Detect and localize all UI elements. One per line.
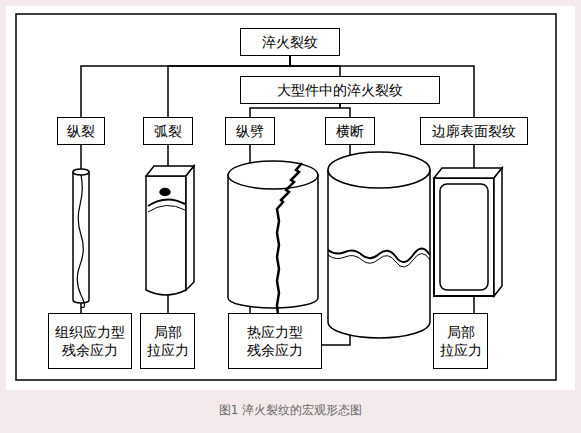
category-box: 淬火裂纹	[240, 28, 340, 56]
crack-type-box: 弧裂	[143, 117, 193, 145]
diagram-frame	[16, 14, 556, 380]
connector-line	[250, 104, 340, 117]
category-box: 大型件中的淬火裂纹	[240, 76, 440, 104]
stress-box: 热应力型 残余应力	[228, 313, 322, 369]
stress-box: 局部 拉应力	[140, 313, 195, 369]
crack-type-box: 纵劈	[225, 117, 275, 145]
box-label: 热应力型 残余应力	[233, 323, 317, 359]
block-edge-crack-figure	[434, 168, 502, 296]
white-panel	[6, 6, 575, 390]
box-label: 纵裂	[62, 122, 100, 140]
connector-line	[340, 104, 350, 117]
cylinder-split-figure	[228, 161, 318, 315]
box-label: 局部 拉应力	[145, 323, 190, 359]
stress-box: 组织应力型 残余应力	[48, 313, 132, 369]
box-label: 局部 拉应力	[438, 323, 483, 359]
rod-figure	[73, 169, 89, 308]
box-label: 大型件中的淬火裂纹	[245, 81, 435, 99]
box-label: 弧裂	[148, 122, 188, 140]
crack-type-box: 纵裂	[57, 117, 105, 145]
figure-caption: 图1 淬火裂纹的宏观形态图	[0, 402, 581, 419]
box-label: 横断	[330, 122, 370, 140]
box-label: 纵劈	[230, 122, 270, 140]
crack-type-box: 横断	[325, 117, 375, 145]
box-label: 边廓表面裂纹	[425, 122, 523, 140]
crack-type-box: 边廓表面裂纹	[420, 117, 528, 145]
block-arc-crack-figure	[146, 166, 194, 295]
cylinder-transverse-figure	[328, 152, 430, 338]
stress-box: 局部 拉应力	[433, 313, 488, 369]
box-label: 淬火裂纹	[245, 33, 335, 51]
box-label: 组织应力型 残余应力	[53, 323, 127, 359]
